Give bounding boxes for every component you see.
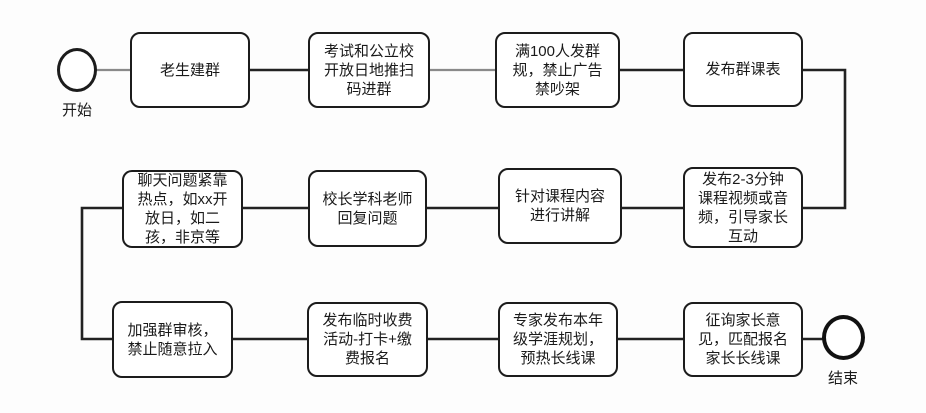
node-explain-course-content: 针对课程内容 进行讲解	[498, 168, 622, 244]
node-principal-teacher-replies: 校长学科老师 回复问题	[308, 170, 427, 247]
node-chat-hot-topics: 聊天问题紧靠 热点，如xx开 放日，如二 孩，非京等	[122, 170, 243, 248]
start-terminal: 开始	[53, 48, 101, 120]
node-publish-short-video-audio: 发布2-3分钟 课程视频或音 频，引导家长 互动	[683, 167, 803, 248]
node-publish-group-schedule: 发布群课表	[683, 32, 803, 107]
node-expert-grade-planning: 专家发布本年 级学涯规划， 预热长线课	[498, 302, 618, 377]
node-scan-qr-join-group: 考试和公立校 开放日地推扫 码进群	[308, 32, 430, 108]
end-label: 结束	[827, 370, 858, 387]
node-strengthen-group-review: 加强群审核， 禁止随意拉入	[112, 301, 233, 378]
node-temporary-paid-activity: 发布临时收费 活动-打卡+缴 费报名	[307, 302, 428, 377]
node-post-group-rules: 满100人发群 规，禁止广告 禁吵架	[495, 32, 620, 108]
connector-hot-topics-to-review-elbow	[80, 206, 124, 341]
node-consult-parents-match-course: 征询家长意 见，匹配报名 家长长线课	[683, 302, 803, 377]
end-terminal: 结束	[819, 315, 867, 388]
start-label: 开始	[61, 102, 92, 119]
start-circle	[57, 48, 97, 92]
connector-schedule-to-video-elbow	[801, 68, 847, 210]
end-circle	[821, 315, 865, 360]
node-create-group-old-students: 老生建群	[130, 32, 250, 108]
